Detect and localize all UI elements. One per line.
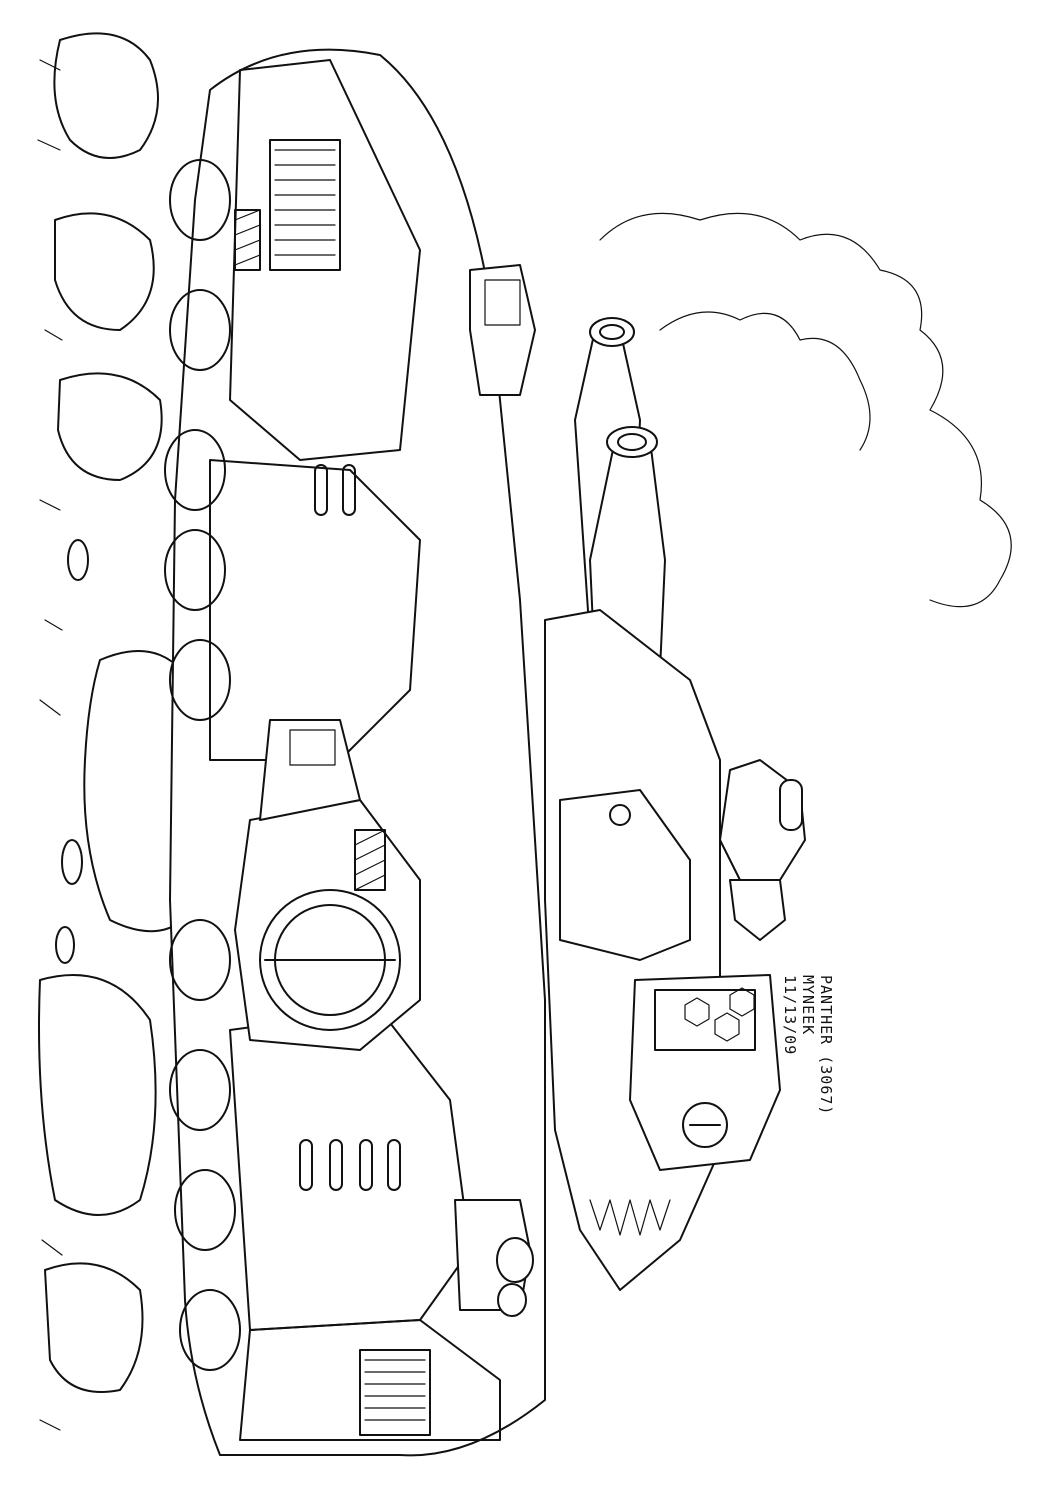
rock [57,372,163,481]
road-wheel [164,529,226,611]
smoke-cloud [599,212,1012,608]
signature-title: PANTHER (3067) [817,975,835,1116]
rock [54,212,155,331]
road-wheel [169,289,231,371]
cannon-bore [599,324,625,340]
cannon-muzzle [606,426,658,458]
grass [37,59,63,1431]
vent-grille [269,139,341,271]
hull-slots [299,464,401,1191]
launcher-hinge [682,1102,728,1148]
commander-figure [719,759,806,941]
hazard-stripes [234,209,386,891]
smoke-cloud [659,311,871,451]
road-wheel [169,1049,231,1131]
smoke-launcher [469,264,536,396]
rock [53,32,159,159]
smoke-clouds [599,212,1012,608]
signature-artist: MYNEEK [799,975,817,1036]
side-gun [454,1199,534,1317]
road-wheel [169,919,231,1001]
rock [38,974,157,1216]
armor-panel [239,1319,501,1441]
cannon-bore [617,433,647,451]
pebble [55,926,75,964]
artist-signature: PANTHER (3067) MYNEEK 11/13/09 [775,975,835,1115]
turret-teeth [589,1199,671,1236]
tank-hull [169,48,546,1457]
rock [44,1262,144,1393]
armor-panel [209,459,421,761]
road-wheel [169,159,231,241]
signature-date: 11/13/09 [781,975,799,1056]
road-wheel [169,639,231,721]
track-wheels [164,159,241,1371]
road-wheel [174,1169,236,1251]
cannon-muzzle [589,317,635,347]
hatch-ring [259,889,401,1031]
missile-launcher [629,974,781,1171]
road-wheel [179,1289,241,1371]
missile-tube [714,1012,740,1042]
armor-panel [229,59,421,461]
pebble [67,539,89,581]
vent-grille [359,1349,431,1436]
turret [544,609,781,1291]
missile-tube [729,987,755,1017]
pebble [61,839,83,885]
hatch-grille [289,729,336,766]
road-wheel [164,429,226,511]
gun-mantlet [559,789,691,961]
missile-hatch [654,989,756,1051]
mantlet-bolt [609,804,631,826]
missile-tube [684,997,710,1027]
